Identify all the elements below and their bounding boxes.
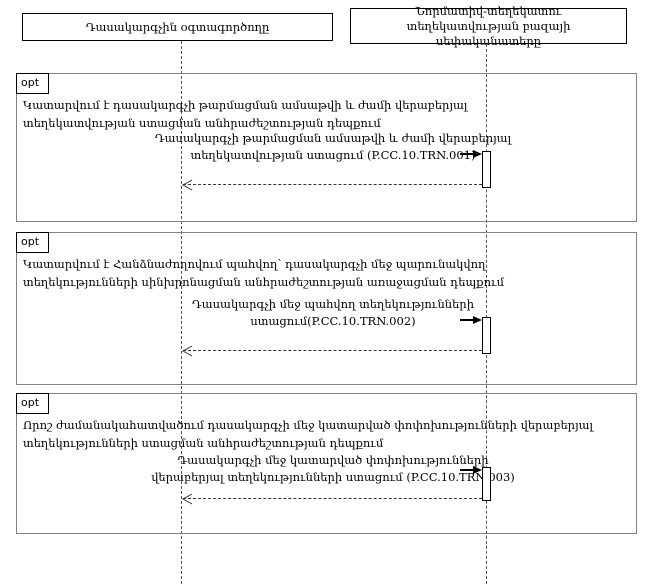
guard-line: Որոշ ժամանակահատվածում դասակարգչի մեջ կա… (23, 418, 594, 432)
guard-line: Կատարվում է Հանձնաժողովում պահվող՝ դասակ… (23, 257, 486, 271)
message-label: Դասակարգչի թարմացման ամսաթվի և ժամի վերա… (137, 130, 529, 164)
return-arrow (182, 179, 482, 191)
lifeline-right (486, 44, 487, 584)
message-line: տեղեկատվության ստացում (P.CC.10.TRN.001) (190, 148, 476, 162)
opt-fragment-1: opt Կատարվում է դասակարգչի թարմացման ամս… (16, 73, 637, 222)
message-label: Դասակարգչի մեջ կատարված փոփոխությունների… (137, 452, 529, 486)
participant-classifier-user: Դասակարգչին օգտագործողը (22, 13, 333, 41)
return-arrow (182, 493, 482, 505)
message-line: ստացում(P.CC.10.TRN.002) (250, 314, 416, 328)
participant-label: Նորմատիվ-տեղեկատու տեղեկատվության բազայի… (406, 3, 571, 48)
filled-arrowhead-icon (473, 465, 482, 474)
guard-condition: Կատարվում է դասակարգչի թարմացման ամսաթվի… (23, 96, 467, 132)
guard-line: Կատարվում է դասակարգչի թարմացման ամսաթվի… (23, 98, 468, 112)
return-arrow (182, 345, 482, 357)
opt-fragment-3: opt Որոշ ժամանակահատվածում դասակարգչի մե… (16, 393, 637, 534)
arrow-line (460, 468, 473, 471)
guard-condition: Որոշ ժամանակահատվածում դասակարգչի մեջ կա… (23, 416, 593, 452)
arrow-line (460, 152, 473, 155)
lifeline-left (181, 41, 182, 584)
filled-arrowhead-icon (473, 315, 482, 324)
message-label: Դասակարգչի մեջ պահվող տեղեկությունների ս… (137, 296, 529, 330)
opt-operator-label: opt (16, 393, 49, 414)
activation-bar (482, 151, 491, 188)
guard-line: տեղեկատվության ստացման անհրաժեշտության դ… (23, 116, 381, 130)
call-arrow (460, 149, 482, 158)
message-line: Դասակարգչի թարմացման ամսաթվի և ժամի վերա… (154, 131, 512, 145)
opt-operator-label: opt (16, 232, 49, 253)
activation-bar (482, 317, 491, 354)
activation-bar (482, 467, 491, 501)
open-arrowhead-icon (182, 493, 193, 505)
message-line: Դասակարգչի մեջ կատարված փոփոխությունների (177, 453, 489, 467)
call-arrow (460, 465, 482, 474)
participant-label: Դասակարգչին օգտագործողը (85, 19, 270, 34)
open-arrowhead-icon (182, 179, 193, 191)
message-line: Դասակարգչի մեջ պահվող տեղեկությունների (191, 297, 474, 311)
open-arrowhead-icon (182, 345, 193, 357)
message-line: վերաբերյալ տեղեկությունների ստացում (P.C… (151, 470, 515, 484)
arrow-line (460, 318, 473, 321)
participant-nsi-database-owner: Նորմատիվ-տեղեկատու տեղեկատվության բազայի… (350, 4, 627, 48)
filled-arrowhead-icon (473, 149, 482, 158)
guard-condition: Կատարվում է Հանձնաժողովում պահվող՝ դասակ… (23, 255, 504, 291)
opt-fragment-2: opt Կատարվում է Հանձնաժողովում պահվող՝ դ… (16, 232, 637, 385)
call-arrow (460, 315, 482, 324)
opt-operator-label: opt (16, 73, 49, 94)
guard-line: տեղեկությունների սինխրոնացման անհրաժեշտո… (23, 275, 505, 289)
guard-line: տեղեկությունների ստացման անհրաժեշտության… (23, 436, 384, 450)
